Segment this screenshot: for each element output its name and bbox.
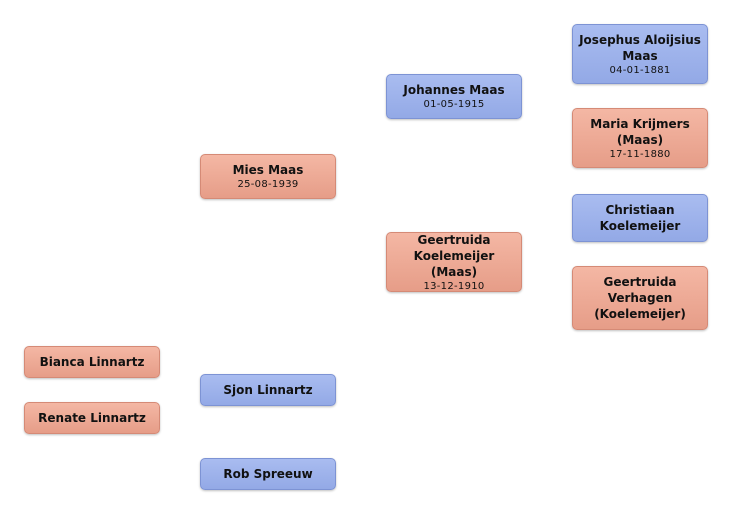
- person-josephus-maas[interactable]: Josephus Aloijsius Maas 04-01-1881: [572, 24, 708, 84]
- person-name: Mies Maas: [232, 163, 304, 177]
- person-name: Maria Krijmers (Maas): [590, 116, 690, 147]
- person-christiaan-koelemeijer[interactable]: Christiaan Koelemeijer: [572, 194, 708, 242]
- person-johannes-maas[interactable]: Johannes Maas 01-05-1915: [386, 74, 522, 119]
- person-name: Geertruida Verhagen (Koelemeijer): [594, 275, 686, 321]
- person-sjon-linnartz[interactable]: Sjon Linnartz: [200, 374, 336, 406]
- person-name: Johannes Maas: [403, 83, 505, 97]
- person-name: Geertruida Koelemeijer (Maas): [413, 232, 495, 279]
- person-geertruida-koelemeijer[interactable]: Geertruida Koelemeijer (Maas) 13-12-1910: [386, 232, 522, 292]
- person-date: 17-11-1880: [609, 148, 671, 160]
- person-name: Josephus Aloijsius Maas: [579, 32, 701, 63]
- person-name: Christiaan Koelemeijer: [599, 203, 681, 233]
- person-bianca-linnartz[interactable]: Bianca Linnartz: [24, 346, 160, 378]
- person-date: 25-08-1939: [237, 179, 299, 190]
- person-name: Sjon Linnartz: [223, 383, 313, 397]
- person-maria-krijmers[interactable]: Maria Krijmers (Maas) 17-11-1880: [572, 108, 708, 168]
- person-name: Bianca Linnartz: [39, 355, 145, 369]
- person-name: Renate Linnartz: [38, 411, 146, 425]
- person-geertruida-verhagen[interactable]: Geertruida Verhagen (Koelemeijer): [572, 266, 708, 330]
- person-renate-linnartz[interactable]: Renate Linnartz: [24, 402, 160, 434]
- person-name: Rob Spreeuw: [223, 467, 313, 481]
- person-mies-maas[interactable]: Mies Maas 25-08-1939: [200, 154, 336, 199]
- person-date: 01-05-1915: [423, 99, 485, 110]
- person-rob-spreeuw[interactable]: Rob Spreeuw: [200, 458, 336, 490]
- person-date: 04-01-1881: [609, 64, 671, 76]
- person-date: 13-12-1910: [423, 280, 485, 292]
